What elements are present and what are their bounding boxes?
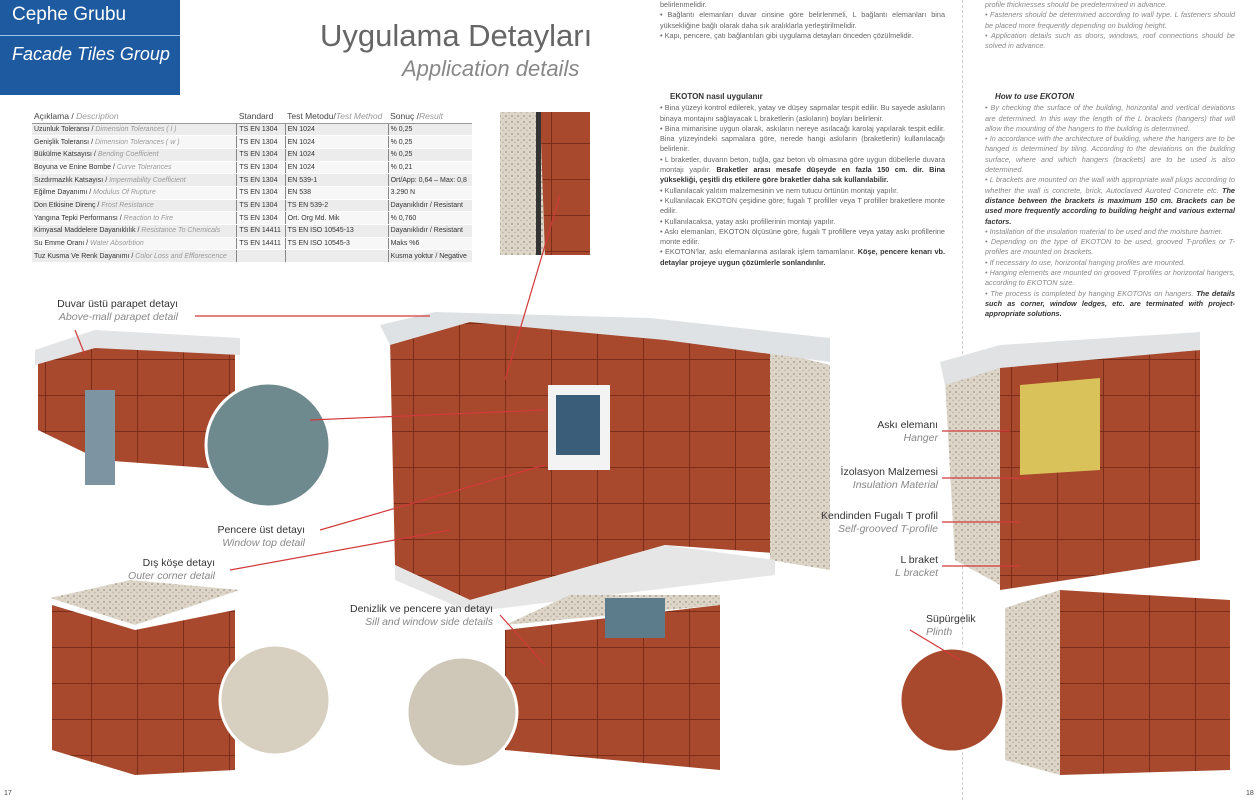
col-description: Açıklama / Description <box>32 110 237 124</box>
page-title: Uygulama Detayları <box>320 18 593 53</box>
page-number-left: 17 <box>4 790 12 797</box>
cell-result: Ort/App: 0,64 – Max: 0,8 <box>387 173 472 187</box>
brand-title-tr: Cephe Grubu <box>12 4 127 25</box>
cell-description: Bükülme Katsayısı / Bending Coefficient <box>32 148 237 162</box>
page-subtitle: Application details <box>402 56 580 81</box>
cell-standard: TS EN 1304 <box>236 199 286 213</box>
cell-result: Dayanıklıdır / Resistant <box>387 199 472 213</box>
en-how-to: How to use EKOTON • By checking the surf… <box>985 92 1235 319</box>
cell-description: Kimyasal Maddelere Dayanıklılık / Resist… <box>32 224 237 238</box>
cell-test-method: TS EN ISO 10545-3 <box>284 237 389 251</box>
parapet-detail <box>35 330 240 485</box>
detail-circles <box>204 381 1006 769</box>
cell-result: Dayanıklıdır / Resistant <box>387 224 472 238</box>
cell-test-method: Ort. Org Md. Mik <box>284 211 389 225</box>
cell-test-method <box>284 249 389 264</box>
cell-result: % 0,25 <box>387 135 472 149</box>
cell-test-method: TS EN ISO 10545-13 <box>284 224 389 238</box>
col-test-method: Test Metodu/Test Method <box>285 110 389 124</box>
main-building <box>380 312 830 612</box>
cell-result: % 0,25 <box>387 123 472 137</box>
cell-standard: TS EN 1304 <box>236 161 286 175</box>
en-intro-text: profile thicknesses should be predetermi… <box>985 0 1235 51</box>
cell-result: Kusma yoktur / Negative <box>387 249 472 264</box>
cell-result: % 0,21 <box>387 161 472 175</box>
cell-test-method: EN 539-1 <box>284 173 389 187</box>
cell-test-method: EN 1024 <box>284 148 389 162</box>
outer-corner-detail <box>50 580 240 775</box>
table-row: Kimyasal Maddelere Dayanıklılık / Resist… <box>32 224 472 238</box>
cell-result: % 0,760 <box>387 211 472 225</box>
cell-test-method: EN 1024 <box>284 161 389 175</box>
cell-standard: TS EN 1304 <box>236 186 286 200</box>
col-standard: Standard <box>236 110 286 124</box>
col-result: Sonuç /Result <box>388 110 472 124</box>
cell-result: Maks %6 <box>387 237 472 251</box>
table-row: Boyuna ve Enine Bombe / Curve Tolerances… <box>32 161 472 175</box>
cell-description: Don Etkisine Direnç / Frost Resistance <box>32 199 237 213</box>
wall-section-photo <box>500 112 590 255</box>
cell-standard: TS EN 1304 <box>236 148 286 162</box>
brand-title-en: Facade Tiles Group <box>12 44 170 64</box>
cell-description: Tuz Kusma Ve Renk Dayanımı / Color Loss … <box>32 249 237 264</box>
cell-test-method: EN 1024 <box>284 123 389 137</box>
cell-description: Boyuna ve Enine Bombe / Curve Tolerances <box>32 161 237 175</box>
table-row: Tuz Kusma Ve Renk Dayanımı / Color Loss … <box>32 249 472 264</box>
cell-standard: TS EN 14411 <box>236 237 286 251</box>
cell-standard: TS EN 14411 <box>236 224 286 238</box>
table-row: Yangına Tepki Performansı / Reaction to … <box>32 211 472 225</box>
cell-result: 3.290 N <box>387 186 472 200</box>
cell-description: Uzunluk Toleransı / Dimension Tolerances… <box>32 123 237 137</box>
cell-description: Eğilme Dayanımı / Modulus Of Rupture <box>32 186 237 200</box>
cell-test-method: TS EN 539-2 <box>284 199 389 213</box>
table-row: Uzunluk Toleransı / Dimension Tolerances… <box>32 123 472 137</box>
table-row: Sızdırmazlık Katsayısı / Impermability C… <box>32 173 472 187</box>
page-number-right: 18 <box>1246 790 1254 797</box>
cell-result: % 0,25 <box>387 148 472 162</box>
divider <box>0 35 180 36</box>
tr-how-to: EKOTON nasıl uygulanır • Bina yüzeyi kon… <box>660 92 945 267</box>
cell-description: Genişlik Toleransı / Dimension Tolerance… <box>32 135 237 149</box>
section-detail-right <box>940 332 1200 590</box>
cell-description: Su Emme Oranı / Water Absorbtion <box>32 237 237 251</box>
cell-standard <box>236 249 286 264</box>
cell-test-method: EN 538 <box>284 186 389 200</box>
plinth-detail <box>1005 590 1230 775</box>
cell-standard: TS EN 1304 <box>236 173 286 187</box>
leader-lines <box>74 194 1030 666</box>
cell-standard: TS EN 1304 <box>236 123 286 137</box>
table-row: Genişlik Toleransı / Dimension Tolerance… <box>32 135 472 149</box>
tr-intro-text: belirlenmelidir.• Bağlantı elemanları du… <box>660 0 945 40</box>
cell-test-method: EN 1024 <box>284 135 389 149</box>
cell-standard: TS EN 1304 <box>236 135 286 149</box>
brand-box: Cephe Grubu Facade Tiles Group <box>0 0 180 95</box>
cell-standard: TS EN 1304 <box>236 211 286 225</box>
cell-description: Yangına Tepki Performansı / Reaction to … <box>32 211 237 225</box>
spec-table: Açıklama / Description Standard Test Met… <box>32 110 472 264</box>
cell-description: Sızdırmazlık Katsayısı / Impermability C… <box>32 173 237 187</box>
sill-detail <box>505 595 720 770</box>
